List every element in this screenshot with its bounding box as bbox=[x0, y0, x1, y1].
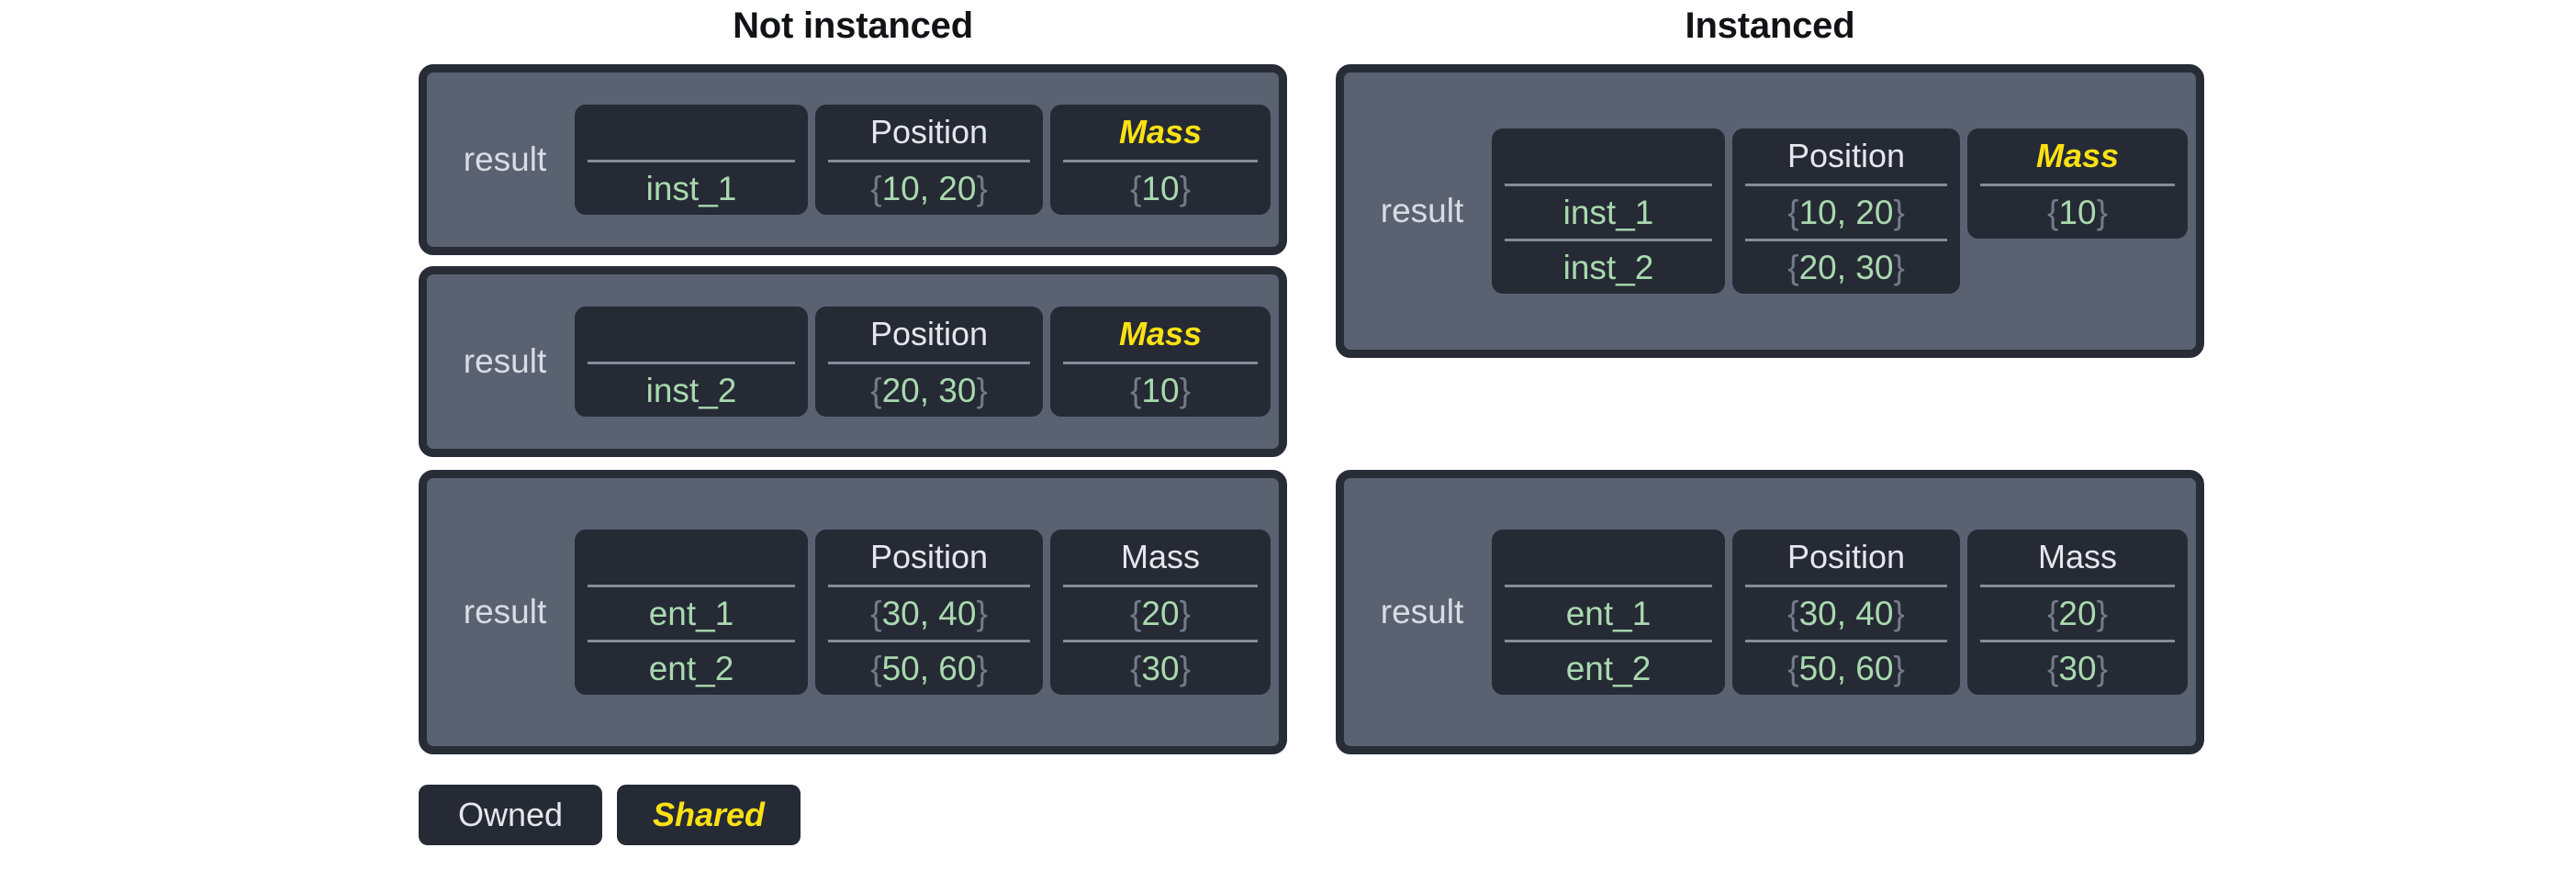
column-heading-not-instanced: Not instanced bbox=[733, 6, 973, 46]
column-header-position: Position bbox=[1786, 137, 1906, 174]
column-card-name: inst_2 bbox=[575, 307, 808, 417]
cell-name: inst_1 bbox=[1505, 184, 1712, 239]
column-card-mass: Mass {10} bbox=[1050, 307, 1271, 417]
table-instanced-instances: result inst_1 inst_2 Position {10, 20} {… bbox=[1336, 64, 2204, 358]
cell-name: inst_1 bbox=[588, 160, 795, 215]
column-header-name bbox=[588, 307, 795, 362]
column-header-name bbox=[588, 105, 795, 160]
cell-name-text: inst_2 bbox=[645, 371, 737, 409]
owner-label: result bbox=[463, 342, 547, 380]
column-card-name: ent_1 ent_2 bbox=[1492, 530, 1725, 695]
cell-name: ent_1 bbox=[1505, 585, 1712, 640]
column-card-name: ent_1 ent_2 bbox=[575, 530, 808, 695]
column-card-mass: Mass {10} bbox=[1050, 105, 1271, 215]
owner-label: result bbox=[1380, 593, 1464, 630]
cell-position: {20, 30} bbox=[1745, 239, 1947, 294]
cell-mass: {10} bbox=[1980, 184, 2175, 239]
cell-mass-text: 20 bbox=[2058, 594, 2097, 632]
cell-name: inst_2 bbox=[1505, 239, 1712, 294]
owner-label: result bbox=[1380, 192, 1464, 229]
cell-mass-text: 10 bbox=[2058, 193, 2097, 231]
cell-name-text: inst_1 bbox=[645, 169, 737, 207]
cell-name-text: ent_1 bbox=[1565, 594, 1652, 632]
column-card-name: inst_1 bbox=[575, 105, 808, 215]
cell-mass: {20} bbox=[1980, 585, 2175, 640]
column-header-mass: Mass bbox=[2035, 137, 2120, 174]
column-header-mass: Mass bbox=[1118, 113, 1203, 151]
column-card-position: Position {20, 30} bbox=[815, 307, 1043, 417]
cell-mass: {30} bbox=[1063, 640, 1258, 695]
cell-name-text: ent_2 bbox=[1565, 649, 1652, 687]
cell-name-text: ent_2 bbox=[648, 649, 734, 687]
cell-mass: {30} bbox=[1980, 640, 2175, 695]
cell-mass-text: 20 bbox=[1141, 594, 1180, 632]
column-card-mass: Mass {20} {30} bbox=[1050, 530, 1271, 695]
cell-mass-text: 10 bbox=[1141, 371, 1180, 409]
column-card-mass: Mass {20} {30} bbox=[1967, 530, 2188, 695]
cell-name: inst_2 bbox=[588, 362, 795, 417]
cell-position-text: 50, 60 bbox=[881, 649, 977, 687]
table-not-instanced-entities: result ent_1 ent_2 Position {30, 40} {50… bbox=[419, 470, 1287, 754]
column-card-group: inst_2 Position {20, 30} Mass {10} bbox=[575, 307, 1271, 417]
legend-owned-label: Owned bbox=[457, 796, 564, 833]
column-card-group: inst_1 Position {10, 20} Mass {10} bbox=[575, 105, 1271, 215]
cell-position: {10, 20} bbox=[1745, 184, 1947, 239]
cell-position: {50, 60} bbox=[828, 640, 1030, 695]
cell-mass: {10} bbox=[1063, 362, 1258, 417]
cell-position-text: 20, 30 bbox=[1798, 248, 1894, 286]
column-header-position: Position bbox=[1786, 538, 1906, 575]
legend-chip-owned: Owned bbox=[419, 785, 602, 845]
cell-position: {20, 30} bbox=[828, 362, 1030, 417]
table-not-instanced-inst-2: result inst_2 Position {20, 30} Mass {10… bbox=[419, 266, 1287, 457]
cell-name-text: ent_1 bbox=[648, 594, 734, 632]
cell-position: {10, 20} bbox=[828, 160, 1030, 215]
column-card-position: Position {10, 20} {20, 30} bbox=[1732, 128, 1960, 294]
column-heading-instanced: Instanced bbox=[1685, 6, 1855, 46]
column-card-mass: Mass {10} bbox=[1967, 128, 2188, 239]
legend-chip-shared: Shared bbox=[617, 785, 801, 845]
cell-position-text: 50, 60 bbox=[1798, 649, 1894, 687]
cell-name-text: inst_2 bbox=[1562, 248, 1654, 286]
column-card-position: Position {30, 40} {50, 60} bbox=[1732, 530, 1960, 695]
cell-position-text: 30, 40 bbox=[1798, 594, 1894, 632]
column-header-mass: Mass bbox=[1120, 538, 1200, 575]
cell-position: {30, 40} bbox=[1745, 585, 1947, 640]
cell-position-text: 30, 40 bbox=[881, 594, 977, 632]
column-card-group: ent_1 ent_2 Position {30, 40} {50, 60} M… bbox=[1492, 530, 2188, 695]
column-card-position: Position {30, 40} {50, 60} bbox=[815, 530, 1043, 695]
owner-label: result bbox=[463, 140, 547, 178]
table-not-instanced-inst-1: result inst_1 Position {10, 20} Mass {10… bbox=[419, 64, 1287, 255]
legend: Owned Shared bbox=[419, 785, 801, 845]
column-header-position: Position bbox=[869, 315, 989, 352]
column-header-name bbox=[588, 530, 795, 585]
column-header-mass: Mass bbox=[1118, 315, 1203, 352]
cell-name: ent_1 bbox=[588, 585, 795, 640]
column-header-position: Position bbox=[869, 113, 989, 151]
cell-position: {30, 40} bbox=[828, 585, 1030, 640]
cell-mass: {20} bbox=[1063, 585, 1258, 640]
cell-position-text: 20, 30 bbox=[881, 371, 977, 409]
cell-mass-text: 30 bbox=[2058, 649, 2097, 687]
cell-mass: {10} bbox=[1063, 160, 1258, 215]
cell-position: {50, 60} bbox=[1745, 640, 1947, 695]
column-card-group: inst_1 inst_2 Position {10, 20} {20, 30}… bbox=[1492, 128, 2188, 294]
cell-name: ent_2 bbox=[588, 640, 795, 695]
cell-name-text: inst_1 bbox=[1562, 193, 1654, 231]
column-card-group: ent_1 ent_2 Position {30, 40} {50, 60} M… bbox=[575, 530, 1271, 695]
owner-label: result bbox=[463, 593, 547, 630]
cell-position-text: 10, 20 bbox=[1798, 193, 1894, 231]
column-header-position: Position bbox=[869, 538, 989, 575]
column-header-name bbox=[1505, 128, 1712, 184]
column-header-name bbox=[1505, 530, 1712, 585]
cell-mass-text: 10 bbox=[1141, 169, 1180, 207]
column-header-mass: Mass bbox=[2037, 538, 2117, 575]
cell-name: ent_2 bbox=[1505, 640, 1712, 695]
cell-mass-text: 30 bbox=[1141, 649, 1180, 687]
cell-position-text: 10, 20 bbox=[881, 169, 977, 207]
column-card-name: inst_1 inst_2 bbox=[1492, 128, 1725, 294]
legend-shared-label: Shared bbox=[652, 796, 766, 833]
column-card-position: Position {10, 20} bbox=[815, 105, 1043, 215]
table-instanced-entities: result ent_1 ent_2 Position {30, 40} {50… bbox=[1336, 470, 2204, 754]
